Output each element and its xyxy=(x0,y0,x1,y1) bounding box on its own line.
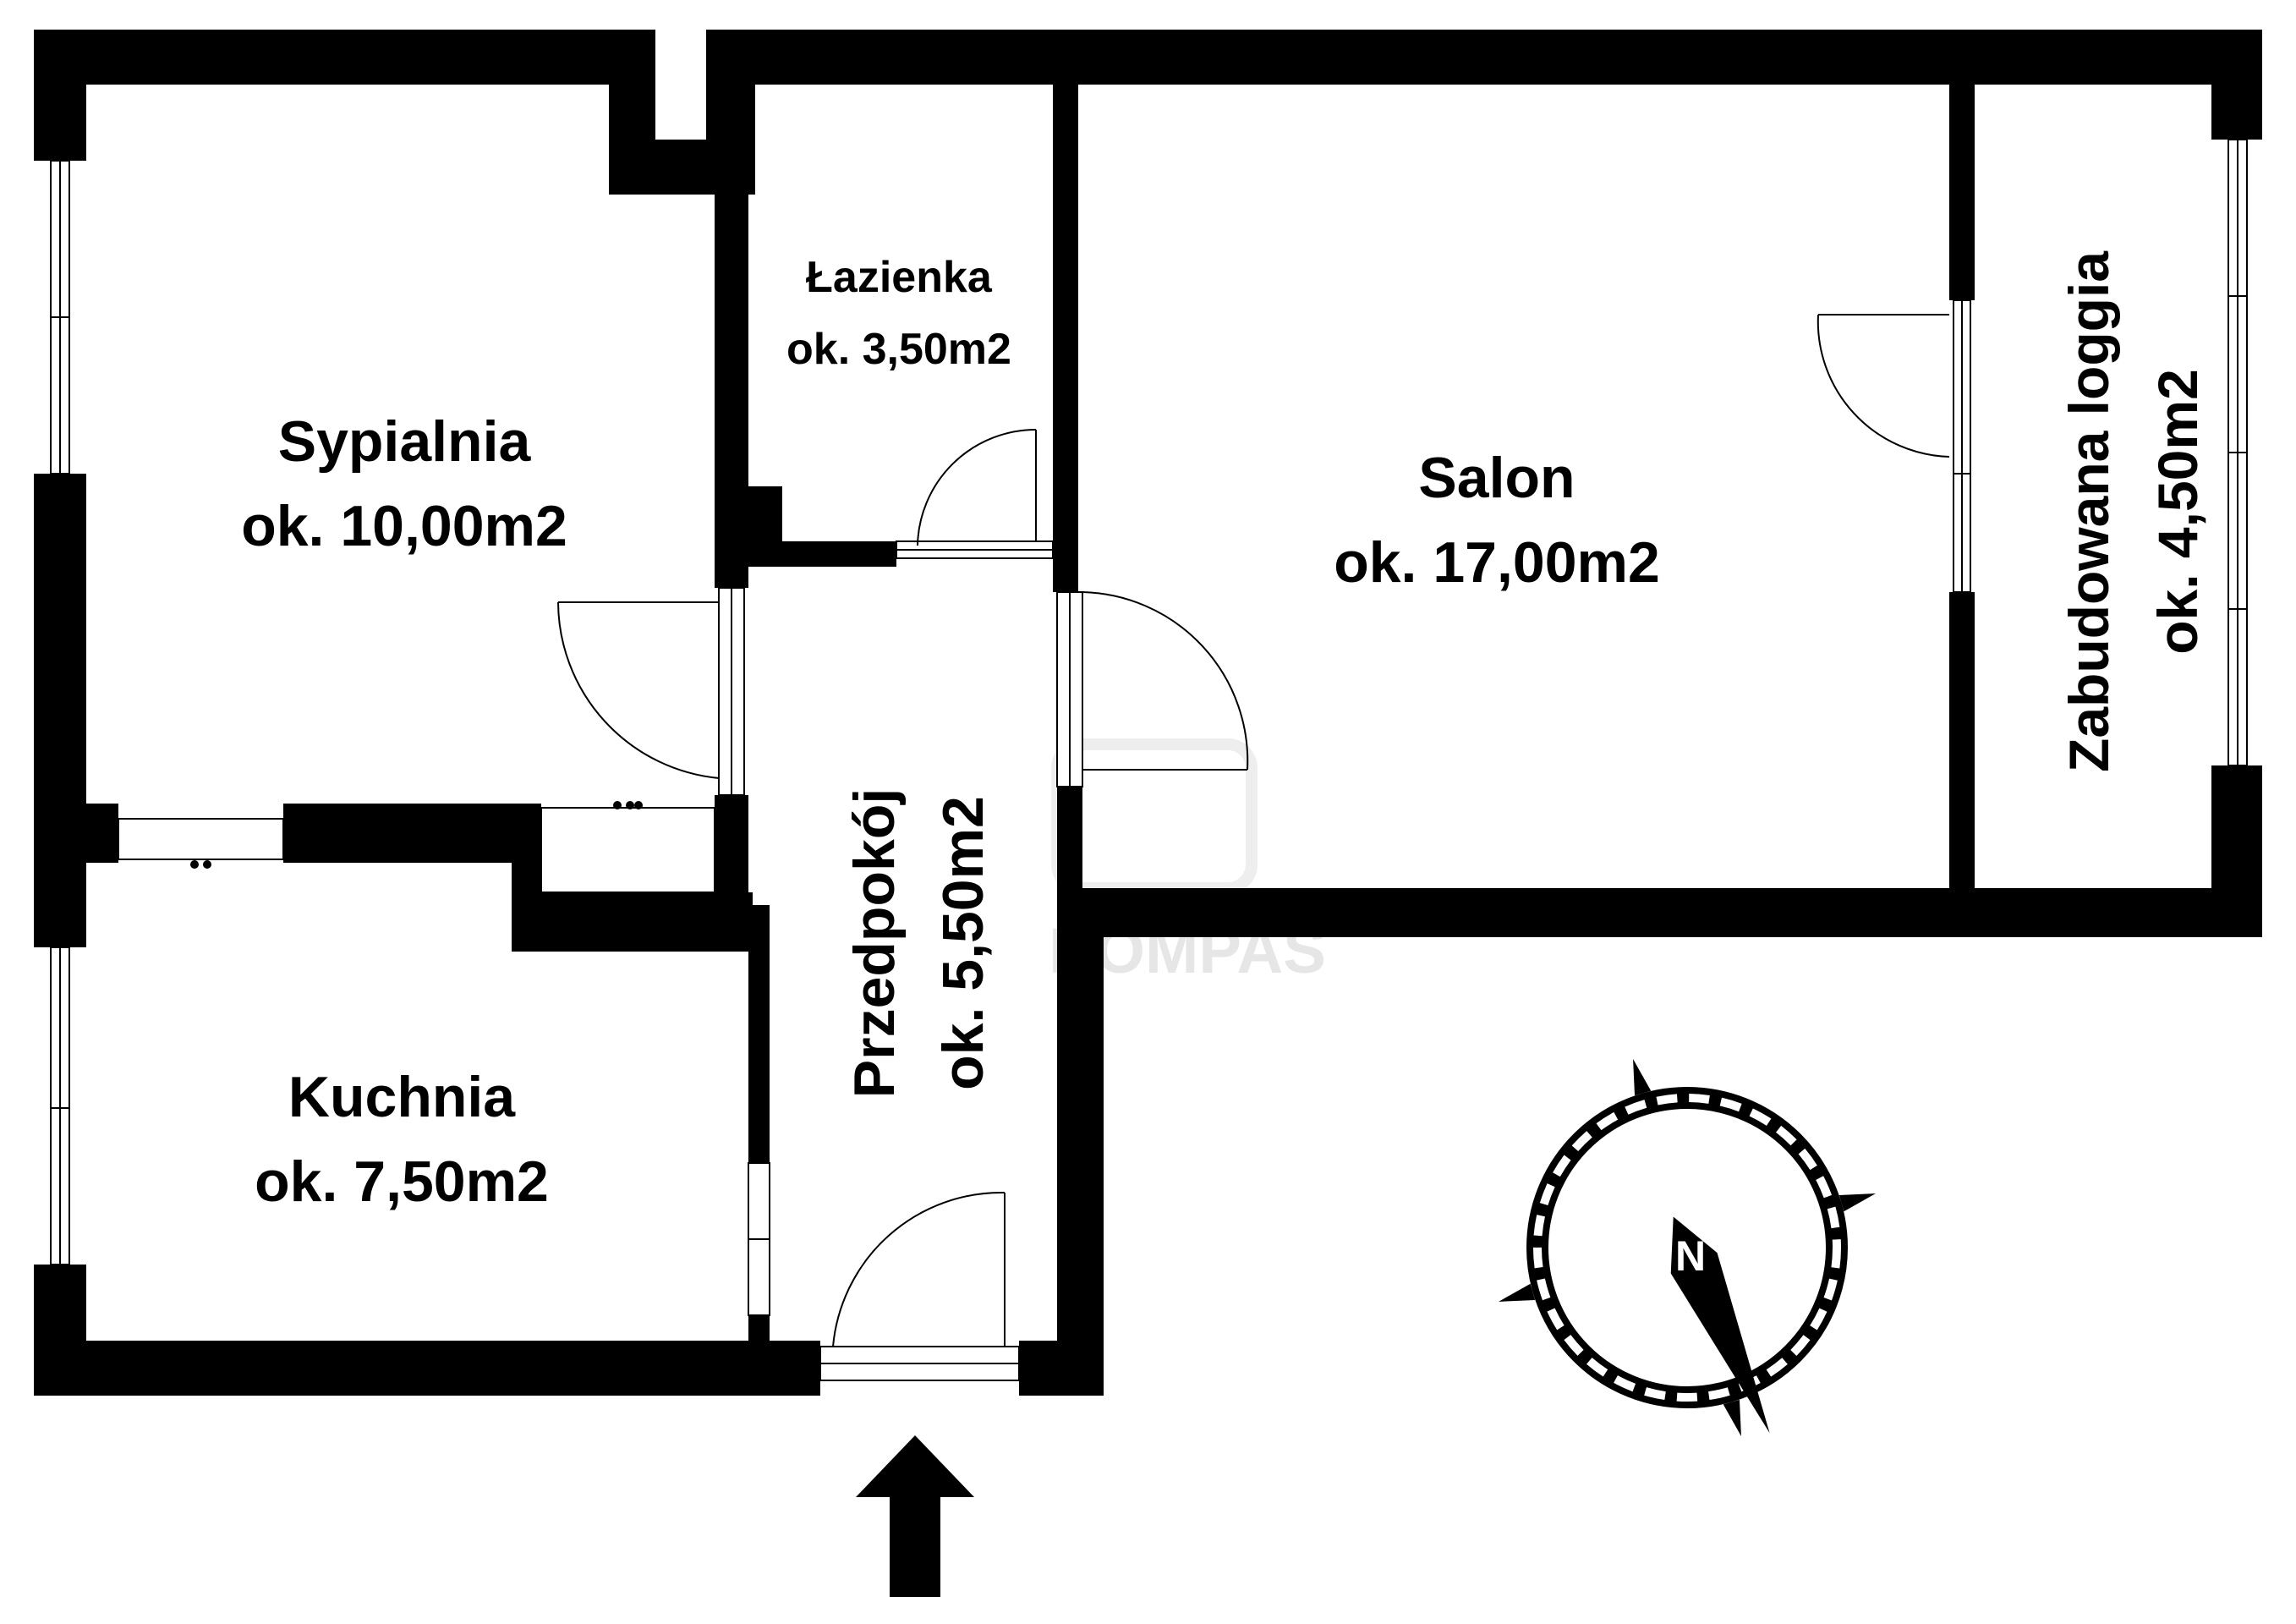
bedroom-shelf xyxy=(118,818,284,860)
fixtures xyxy=(118,801,715,893)
room-name-loggia: Zabudowana loggia xyxy=(2058,250,2120,772)
room-area-lazienka: ok. 3,50m2 xyxy=(786,325,1011,374)
room-labels: Sypialnia ok. 10,00m2 Łazienka ok. 3,50m… xyxy=(241,250,2209,1214)
room-name-kuchnia: Kuchnia xyxy=(288,1065,516,1129)
door-bedroom xyxy=(557,587,745,796)
door-bathroom xyxy=(896,429,1054,559)
room-area-przedpokoj: ok. 5,50m2 xyxy=(931,796,995,1090)
compass-letter: N xyxy=(1675,1232,1706,1280)
door-entrance xyxy=(819,1191,1020,1381)
doors xyxy=(557,314,1950,1381)
room-name-sypialnia: Sypialnia xyxy=(278,409,532,474)
door-loggia xyxy=(1817,314,1950,458)
windows xyxy=(50,139,2248,1316)
room-area-kuchnia: ok. 7,50m2 xyxy=(255,1149,549,1214)
room-area-loggia: ok. 4,50m2 xyxy=(2146,369,2209,655)
room-name-lazienka: Łazienka xyxy=(806,253,993,302)
kitchen-counter xyxy=(540,807,715,893)
compass-rose-icon: N xyxy=(1498,1058,1877,1437)
door-salon xyxy=(1056,591,1249,787)
room-area-sypialnia: ok. 10,00m2 xyxy=(241,494,567,558)
room-area-salon: ok. 17,00m2 xyxy=(1334,530,1660,595)
room-name-przedpokoj: Przedpokój xyxy=(842,788,907,1099)
entrance-arrow-icon xyxy=(856,1435,974,1597)
room-name-salon: Salon xyxy=(1418,446,1575,510)
walls xyxy=(34,30,2262,1396)
